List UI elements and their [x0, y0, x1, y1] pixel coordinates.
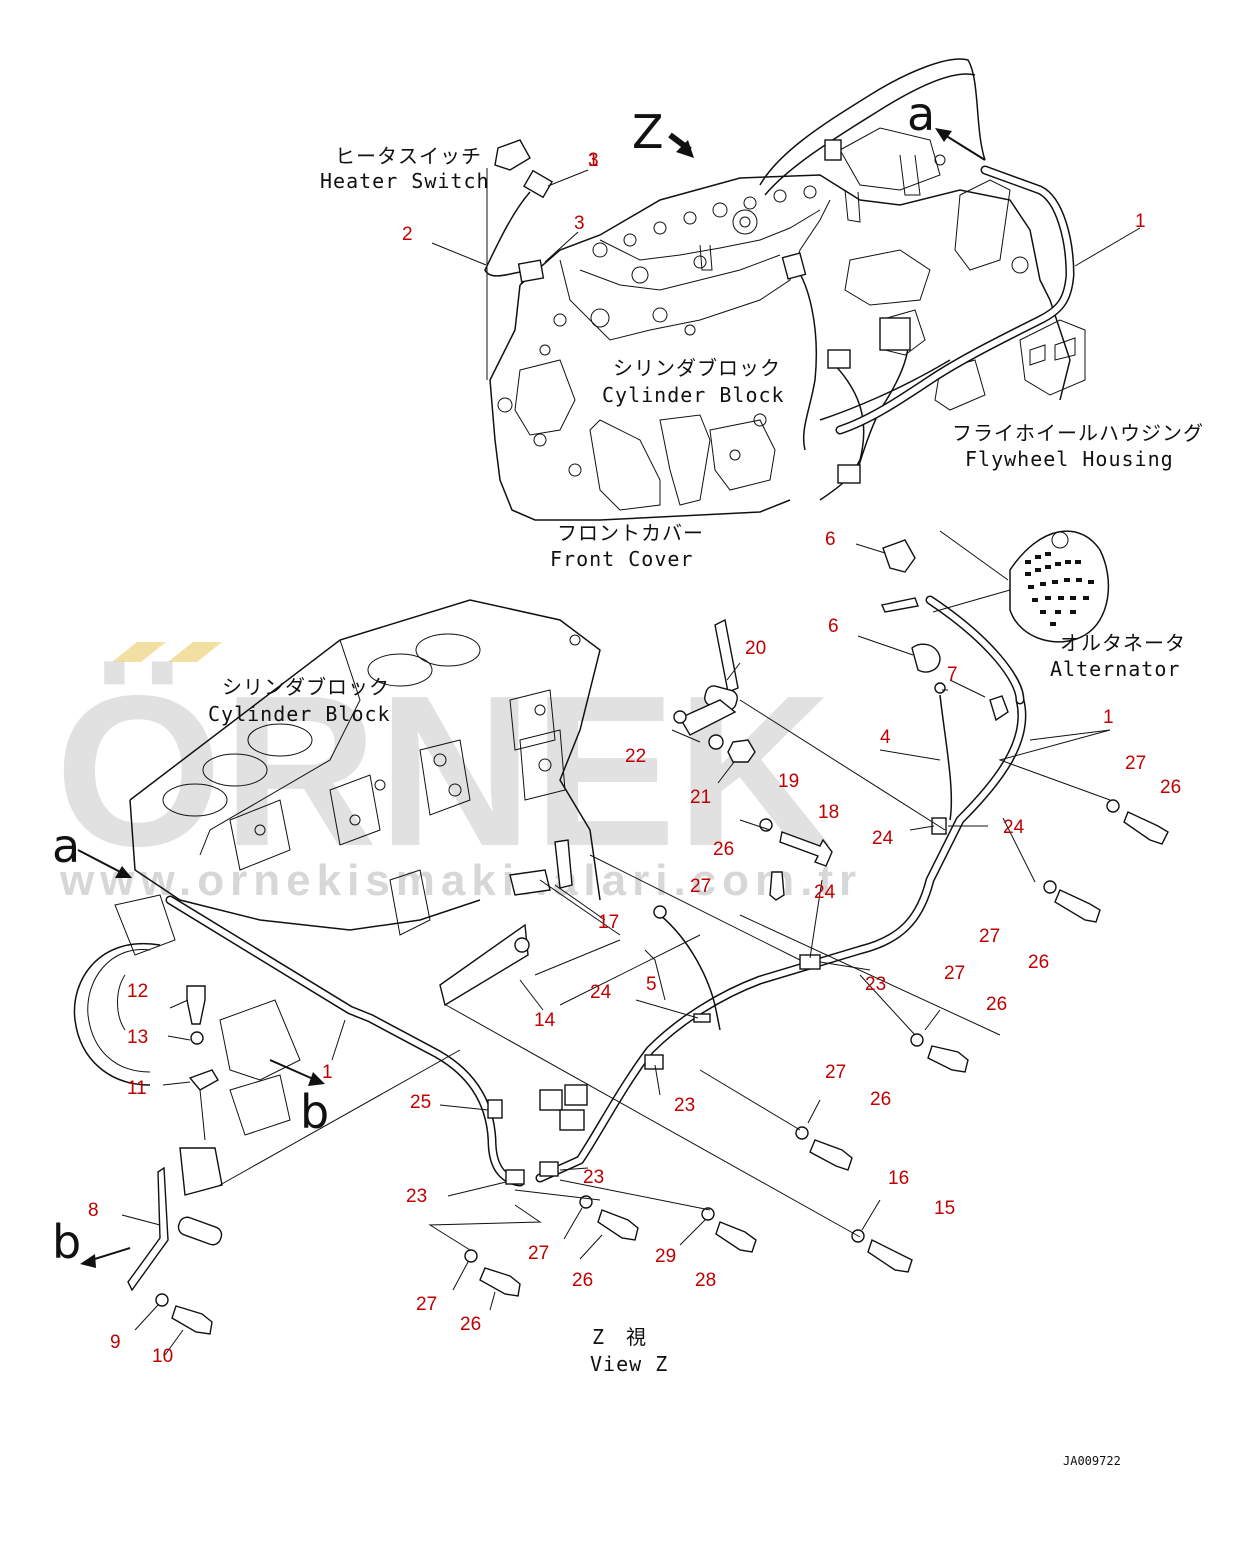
- view-z-marker: Z: [632, 105, 664, 159]
- callout-number: 9: [110, 1332, 121, 1353]
- watermark-url: www.ornekismakinalari.com.tr: [59, 856, 862, 905]
- callout-number: 23: [865, 974, 886, 995]
- direction-arrows: [77, 128, 986, 1268]
- watermark-accent-left: [112, 642, 166, 662]
- alternator-drawing: [1009, 530, 1110, 643]
- callout-number: 7: [947, 664, 958, 685]
- hose-1-upper: [835, 165, 1075, 435]
- part-callouts: 1 2 3 3 1 6 6 7 20 4 1 22 21 19 18 27 26…: [88, 150, 1181, 1367]
- callout-number: 27: [528, 1243, 549, 1264]
- label-flywheel-housing-en: Flywheel Housing: [965, 447, 1174, 471]
- callout-number: 23: [406, 1186, 427, 1207]
- callout-number: 27: [1125, 753, 1146, 774]
- callout-number: 26: [1028, 952, 1049, 973]
- callout-number: 3: [588, 150, 599, 171]
- callout-number: 6: [825, 529, 836, 550]
- arrow-b-bottom-icon: [80, 1254, 96, 1268]
- watermark-brand: ÖRNEK: [55, 650, 831, 891]
- lower-engine-drawing: [73, 599, 601, 1136]
- callout-number: 26: [460, 1314, 481, 1335]
- label-cylinder-block-jp-bottom: シリンダブロック: [222, 675, 390, 699]
- label-cylinder-block-en-top: Cylinder Block: [602, 383, 785, 407]
- callout-number: 24: [814, 882, 836, 903]
- callout-number: 10: [152, 1346, 173, 1367]
- upper-engine-drawing: [486, 58, 1086, 521]
- direction-a-left: a: [52, 819, 80, 873]
- label-cylinder-block-jp-top: シリンダブロック: [613, 356, 781, 380]
- callout-number: 26: [713, 839, 734, 860]
- direction-b-mid: b: [300, 1085, 329, 1139]
- callout-number: 8: [88, 1200, 99, 1221]
- callout-number: 18: [818, 802, 839, 823]
- callout-number: 11: [127, 1078, 147, 1099]
- label-alternator-en: Alternator: [1050, 657, 1180, 681]
- label-heater-switch-jp: ヒータスイッチ: [335, 144, 482, 168]
- callout-number: 19: [778, 771, 799, 792]
- callout-number: 1: [1135, 211, 1146, 232]
- callout-number: 24: [1003, 817, 1025, 838]
- drawing-code: JA009722: [1063, 1454, 1121, 1468]
- arrow-a-top-icon: [935, 128, 952, 142]
- callout-number: 23: [583, 1167, 604, 1188]
- callout-number: 16: [888, 1168, 909, 1189]
- watermark: ÖRNEK www.ornekismakinalari.com.tr: [55, 642, 862, 905]
- callout-number: 28: [695, 1270, 716, 1291]
- callout-number: 26: [572, 1270, 593, 1291]
- callout-number: 27: [416, 1294, 437, 1315]
- heater-switch-cap-lower: [517, 259, 545, 283]
- label-alternator-jp: オルタネータ: [1060, 631, 1186, 655]
- callout-number: 22: [625, 746, 646, 767]
- callout-number: 15: [934, 1198, 955, 1219]
- callout-number: 13: [127, 1027, 148, 1048]
- callout-number: 26: [870, 1089, 891, 1110]
- callout-number: 25: [410, 1092, 431, 1113]
- callout-number: 2: [402, 224, 413, 245]
- view-z-arrow-icon: [676, 140, 694, 158]
- hardware-parts: [127, 539, 1169, 1335]
- callout-number: 12: [127, 981, 148, 1002]
- callout-number: 27: [690, 876, 711, 897]
- label-heater-switch-en: Heater Switch: [320, 169, 490, 193]
- callout-number: 27: [825, 1062, 846, 1083]
- callout-number: 26: [1160, 777, 1181, 798]
- callout-number: 5: [646, 974, 657, 995]
- direction-a-top: a: [907, 87, 935, 141]
- callout-number: 24: [872, 828, 894, 849]
- leader-lines: [121, 169, 1141, 1356]
- callout-number: 21: [690, 787, 711, 808]
- label-view-z-en: View Z: [590, 1352, 668, 1376]
- watermark-accent-right: [168, 642, 222, 662]
- arrow-b-mid-icon: [308, 1072, 325, 1086]
- label-cylinder-block-en-bottom: Cylinder Block: [208, 702, 391, 726]
- callout-number: 6: [828, 616, 839, 637]
- callout-number: 1: [322, 1062, 333, 1083]
- callout-number: 1: [588, 150, 599, 171]
- callout-number: 20: [745, 638, 766, 659]
- direction-b-bottom: b: [52, 1215, 81, 1269]
- callout-number: 14: [534, 1010, 556, 1031]
- label-view-z-jp: Z 視: [592, 1325, 647, 1349]
- callout-number: 27: [944, 963, 965, 984]
- callout-number: 26: [986, 994, 1007, 1015]
- label-flywheel-housing-jp: フライホイールハウジング: [952, 421, 1204, 445]
- arrow-a-left-icon: [115, 866, 132, 878]
- callout-number: 17: [598, 912, 619, 933]
- callout-number: 29: [655, 1246, 676, 1267]
- callout-number: 1: [1103, 707, 1114, 728]
- label-front-cover-en: Front Cover: [550, 547, 693, 571]
- callout-number: 23: [674, 1095, 695, 1116]
- heater-switch-cap-upper: [523, 169, 553, 199]
- heater-switch-assembly: [484, 139, 553, 283]
- callout-number: 24: [590, 982, 612, 1003]
- callout-number: 3: [574, 213, 585, 234]
- label-front-cover-jp: フロントカバー: [557, 521, 704, 545]
- callout-number: 27: [979, 926, 1000, 947]
- callout-number: 4: [880, 727, 891, 748]
